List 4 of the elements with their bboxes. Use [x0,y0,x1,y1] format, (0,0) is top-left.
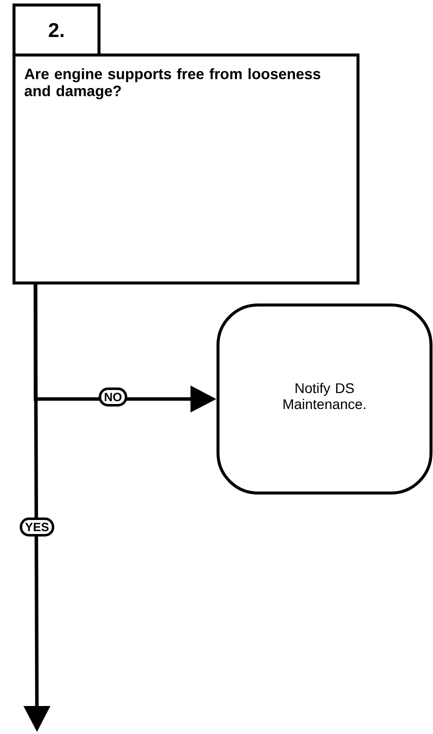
terminal-box: Notify DS Maintenance. [216,304,432,494]
edge-label: YES [20,518,54,536]
question-box: Are engine supports free from looseness and damage? [12,54,360,284]
edge-label: NO [98,388,128,406]
